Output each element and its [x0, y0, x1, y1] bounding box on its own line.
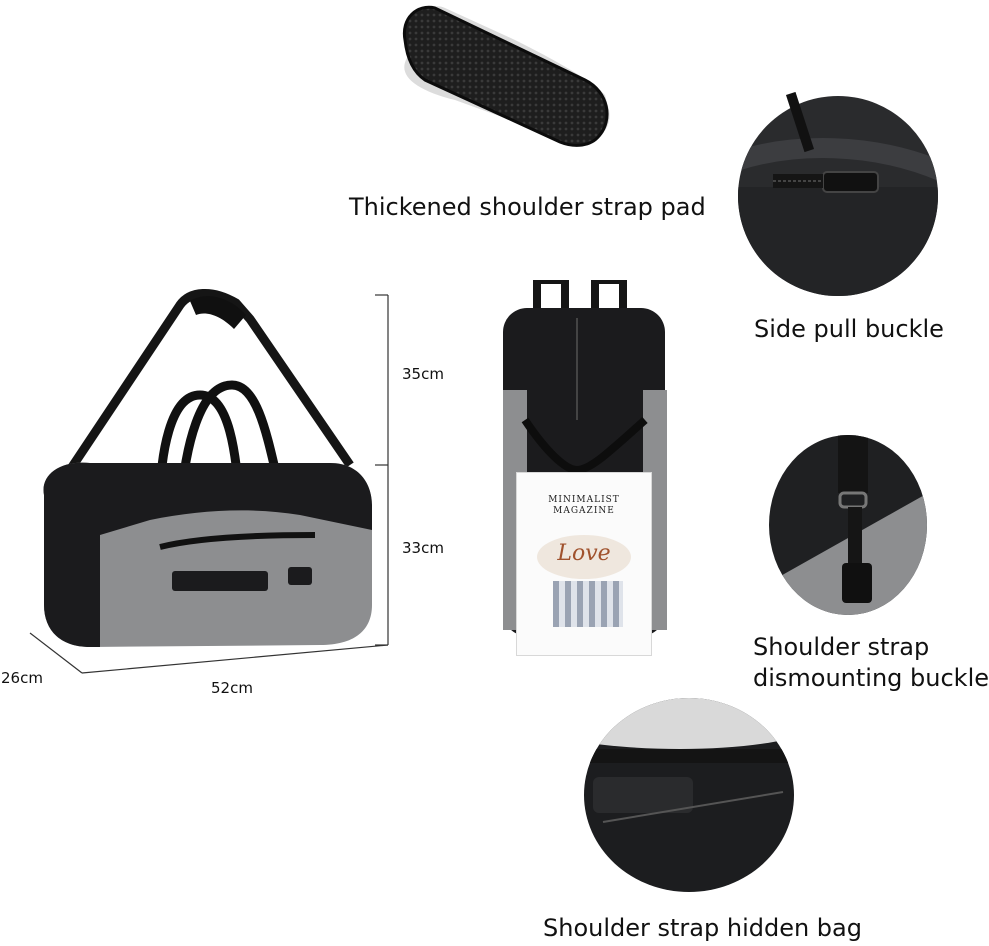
dimension-lower-height: 33cm: [402, 539, 444, 557]
dimension-upper-height: 35cm: [402, 365, 444, 383]
caption-dismount-line2: dismounting buckle: [753, 664, 989, 692]
duffel-bag-photo: [29, 288, 389, 674]
magazine-title-line1: MINIMALIST: [548, 495, 620, 505]
magazine-cup-image: [537, 535, 631, 579]
dismount-buckle-photo: [769, 435, 927, 615]
dimension-depth: 26cm: [1, 669, 43, 687]
magazine-table-image: [553, 581, 623, 627]
dimension-width: 52cm: [211, 679, 253, 697]
caption-side-buckle: Side pull buckle: [754, 315, 944, 343]
caption-shoulder-pad: Thickened shoulder strap pad: [349, 193, 706, 221]
shoulder-pad-photo: [402, 5, 610, 147]
side-buckle-photo: [738, 92, 938, 296]
caption-dismount-line1: Shoulder strap: [753, 633, 930, 661]
magazine-cover: MINIMALIST MAGAZINE Love: [516, 472, 652, 656]
magazine-script: Love: [557, 541, 611, 566]
caption-hidden-bag: Shoulder strap hidden bag: [543, 914, 862, 942]
magazine-title-line2: MAGAZINE: [553, 506, 615, 516]
hidden-bag-photo: [584, 698, 794, 892]
